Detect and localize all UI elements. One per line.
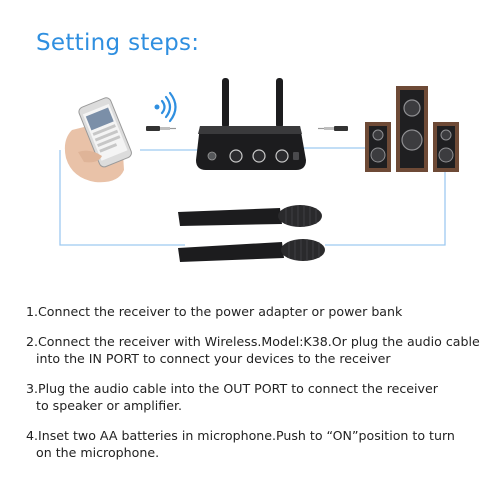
audio-cable-icon: [146, 126, 176, 131]
step-1-line-1: 1.Connect the receiver to the power adap…: [26, 304, 403, 319]
phone-to-mic-line: [59, 150, 185, 246]
microphone-icon: [178, 205, 322, 227]
step-2: 2.Connect the receiver with Wireless.Mod…: [26, 333, 491, 367]
step-3-line-2: to speaker or amplifier.: [36, 398, 183, 413]
audio-cable-icon: [318, 126, 348, 131]
step-1: 1.Connect the receiver to the power adap…: [26, 303, 491, 320]
page-title: Setting steps:: [36, 30, 200, 56]
step-2-line-2: into the IN PORT to connect your devices…: [36, 351, 391, 366]
step-2-line-1: 2.Connect the receiver with Wireless.Mod…: [26, 334, 480, 349]
speaker-icon: [365, 86, 459, 172]
microphone-icon: [178, 239, 325, 262]
speaker-to-mic-line: [325, 148, 446, 246]
step-4-line-2: on the microphone.: [36, 445, 160, 460]
step-3-line-1: 3.Plug the audio cable into the OUT PORT…: [26, 381, 438, 396]
setup-diagram: [59, 78, 459, 262]
wireless-signal-icon: [154, 91, 177, 123]
step-4-line-1: 4.Inset two AA batteries in microphone.P…: [26, 428, 455, 443]
setup-steps-list: 1.Connect the receiver to the power adap…: [26, 303, 491, 474]
receiver-icon: [196, 78, 306, 170]
step-3: 3.Plug the audio cable into the OUT PORT…: [26, 380, 491, 414]
step-4: 4.Inset two AA batteries in microphone.P…: [26, 427, 491, 461]
smartphone-icon: [64, 97, 132, 183]
connector-lines: [59, 147, 446, 246]
